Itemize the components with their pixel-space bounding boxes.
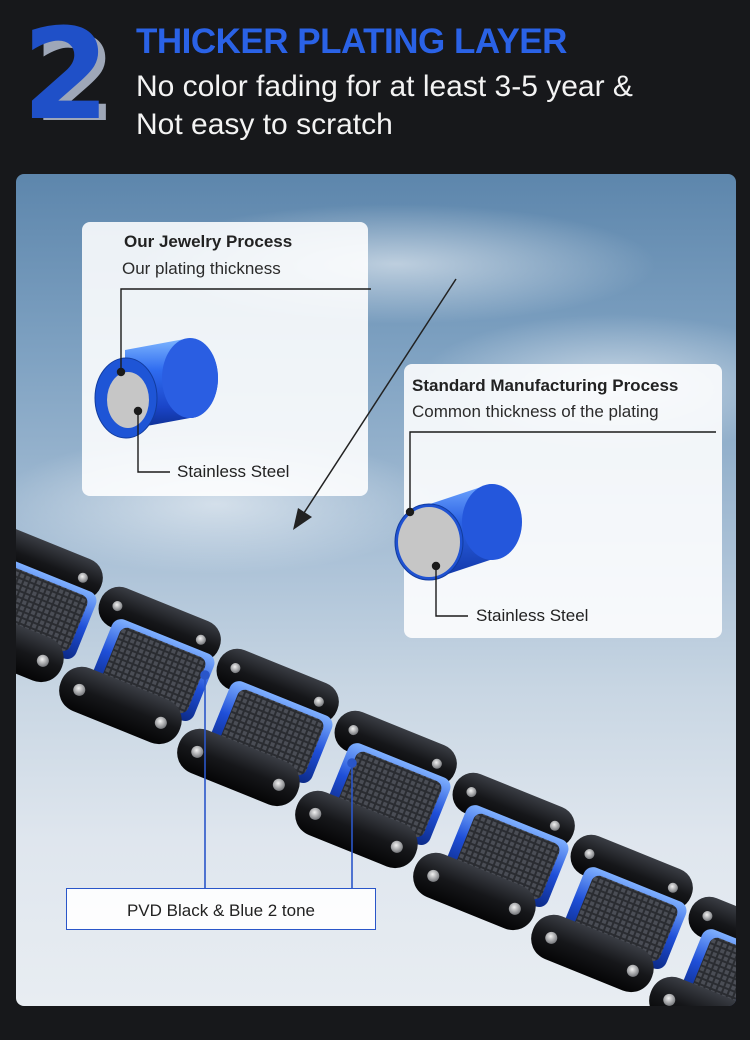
link-rivet: [348, 725, 359, 736]
link-bottom-plate: [413, 852, 536, 931]
link-rivet: [584, 849, 595, 860]
product-photo: [16, 174, 736, 1006]
link-bottom-plate: [649, 976, 736, 1006]
pvd-callout-box: PVD Black & Blue 2 tone: [66, 888, 376, 930]
link-rivet: [73, 683, 86, 696]
bracelet-link: [531, 834, 693, 993]
link-rivet: [702, 911, 713, 922]
our-process-title: Our Jewelry Process: [124, 232, 293, 251]
link-rivet: [626, 964, 639, 977]
link-top-plate: [334, 710, 457, 786]
bracelet-illustration: [16, 204, 736, 1006]
bracelet-link: [59, 586, 221, 745]
bracelet-link: [295, 710, 457, 869]
link-rivet: [195, 634, 206, 645]
link-top-plate: [216, 648, 339, 724]
link-rivet: [549, 820, 560, 831]
link-bottom-plate: [295, 790, 418, 869]
bracelet-link: [413, 772, 575, 931]
link-top-plate: [452, 772, 575, 848]
link-rivet: [313, 696, 324, 707]
link-rivet: [36, 654, 49, 667]
headline: THICKER PLATING LAYER: [136, 22, 567, 61]
link-bottom-plate: [177, 728, 300, 807]
link-rivet: [112, 601, 123, 612]
bracelet-link: [16, 524, 103, 683]
bracelet-link: [649, 896, 736, 1006]
link-top-plate: [16, 524, 103, 600]
link-rivet: [191, 745, 204, 758]
link-rivet: [77, 572, 88, 583]
standard-process-subtitle: Common thickness of the plating: [412, 402, 659, 421]
link-rivet: [431, 758, 442, 769]
header: 2 2 THICKER PLATING LAYER No color fadin…: [0, 0, 750, 170]
link-bottom-plate: [59, 666, 182, 745]
bracelet-link: [177, 648, 339, 807]
link-rivet: [427, 869, 440, 882]
link-rivet: [667, 882, 678, 893]
link-rivet: [154, 716, 167, 729]
link-rivet: [466, 787, 477, 798]
link-textured-center: [16, 565, 88, 652]
pvd-callout-label: PVD Black & Blue 2 tone: [126, 901, 316, 920]
standard-process-title: Standard Manufacturing Process: [412, 376, 679, 395]
our-process-subtitle: Our plating thickness: [122, 259, 281, 278]
link-rivet: [230, 663, 241, 674]
link-rivet: [390, 840, 403, 853]
link-rivet: [545, 931, 558, 944]
link-rivet: [508, 902, 521, 915]
step-number-shadow: 2: [34, 10, 117, 148]
subheadline-line-2: Not easy to scratch: [136, 108, 393, 141]
link-rivet: [663, 993, 676, 1006]
link-rivet: [309, 807, 322, 820]
link-rivet: [272, 778, 285, 791]
step-number: 2: [22, 1, 110, 148]
link-bottom-plate: [531, 914, 654, 993]
link-top-plate: [98, 586, 221, 662]
standard-process-steel-label: Stainless Steel: [476, 606, 589, 625]
link-bottom-plate: [16, 604, 64, 683]
our-process-steel-label: Stainless Steel: [177, 462, 290, 481]
bracelet: [16, 524, 736, 1006]
link-top-plate: [688, 896, 736, 972]
link-top-plate: [570, 834, 693, 910]
subheadline-line-1: No color fading for at least 3-5 year &: [136, 70, 633, 103]
